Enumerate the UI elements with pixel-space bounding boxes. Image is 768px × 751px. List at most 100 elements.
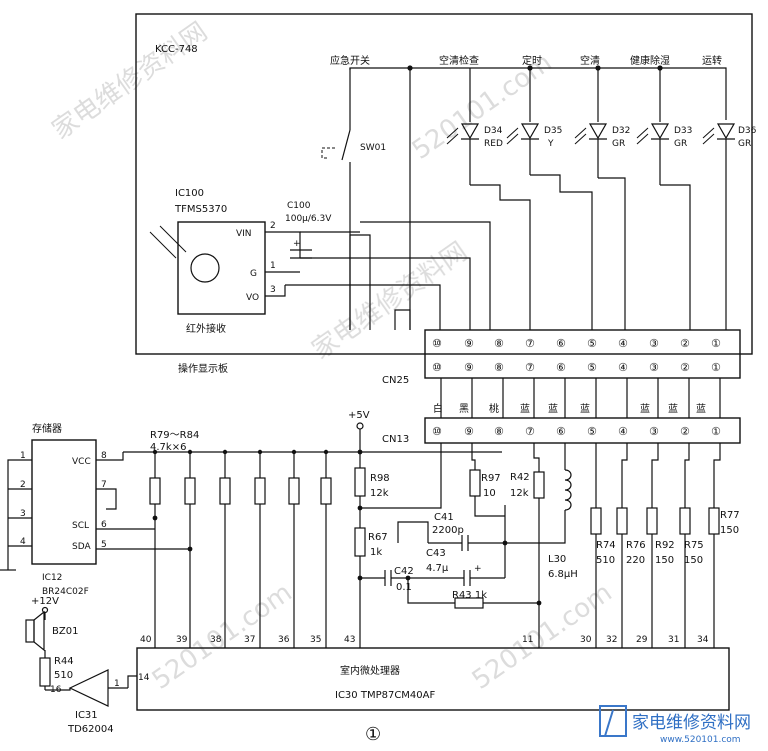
r75-ref: R75 — [684, 540, 704, 551]
capacitor-c100: C100 100μ/6.3V + — [285, 201, 332, 259]
wire-color-7: 蓝 — [520, 403, 530, 415]
r42-ref: R42 — [510, 472, 530, 483]
cn25-row-bottom: ⑩ ⑨ ⑧ ⑦ ⑥ ⑤ ④ ③ ② ① — [432, 361, 721, 374]
ir-pin-vin: VIN — [236, 229, 252, 239]
label-timer: 定时 — [522, 54, 542, 67]
c42-ref: C42 — [394, 566, 414, 577]
r43-label: R43 1k — [452, 590, 487, 601]
wire-color-2: 蓝 — [668, 403, 678, 415]
cn13-pin-9: ⑨ — [464, 425, 474, 438]
cn13-pin-5: ⑤ — [587, 425, 597, 438]
r77-ref: R77 — [720, 510, 740, 521]
mcu-pin-40: 40 — [140, 635, 152, 645]
r97-ref: R97 — [481, 473, 501, 484]
mcu-pin-34: 34 — [697, 635, 709, 645]
buzzer-supply: +12V — [31, 596, 59, 607]
ir-pin-num-3: 3 — [270, 285, 276, 295]
r42-value: 12k — [510, 488, 529, 499]
svg-text:家电维修资料网: 家电维修资料网 — [307, 237, 473, 366]
r98-ref: R98 — [370, 473, 390, 484]
led-d34-ref: D34 — [484, 126, 503, 136]
memory-pin-3: 3 — [20, 509, 26, 519]
site-logo-text: 家电维修资料网 — [632, 713, 751, 733]
cn25b-pin-2: ② — [680, 361, 690, 374]
memory-pin-4: 4 — [20, 537, 26, 547]
buzzer-section: +12V BZ01 R44 510 16 1 14 IC31 TD62004 — [25, 596, 150, 735]
figure-number: ① — [365, 724, 381, 745]
l30-value: 6.8μH — [548, 569, 578, 580]
cn25b-pin-9: ⑨ — [464, 361, 474, 374]
cn25b-pin-1: ① — [711, 361, 721, 374]
r44-value: 510 — [54, 670, 73, 681]
cn25b-pin-6: ⑥ — [556, 361, 566, 374]
site-logo: 家电维修资料网 www.520101.com — [599, 705, 751, 745]
capacitor-c43: C43 4.7μ + — [408, 505, 508, 586]
cn25b-pin-5: ⑤ — [587, 361, 597, 374]
cn25-pin-7: ⑦ — [525, 337, 535, 350]
led-d33: D33 GR — [636, 123, 692, 185]
c100-value: 100μ/6.3V — [285, 214, 332, 224]
ir-caption: 红外接收 — [186, 322, 226, 335]
cn25-pin-9: ⑨ — [464, 337, 474, 350]
svg-text:520101.com: 520101.com — [147, 578, 298, 696]
cn13-label: CN13 — [382, 434, 409, 445]
buzzer-ref: BZ01 — [52, 626, 78, 637]
cn25-pin-5: ⑤ — [587, 337, 597, 350]
memory-pin-8: 8 — [101, 451, 107, 461]
resistor-r43: R43 1k — [407, 578, 542, 609]
label-filter-check: 空清检查 — [439, 54, 479, 67]
memory-pin-1: 1 — [20, 451, 26, 461]
cn13-pin-4: ④ — [618, 425, 628, 438]
mcu-pin-38: 38 — [210, 635, 222, 645]
r77-value: 150 — [720, 525, 739, 536]
r74-value: 510 — [596, 555, 615, 566]
mcu-pin-numbers: 40 39 38 37 36 35 43 11 30 32 29 31 34 — [140, 635, 709, 645]
label-running: 运转 — [702, 54, 722, 67]
cn25-pin-2: ② — [680, 337, 690, 350]
label-emergency-switch: 应急开关 — [330, 54, 370, 67]
resistor-array-ref: R79～R84 — [150, 430, 199, 441]
led-d34: D34 RED — [446, 123, 503, 185]
mcu-pin-11: 11 — [522, 635, 533, 645]
ic31-pin-16: 16 — [50, 685, 62, 695]
l30-ref: L30 — [548, 554, 566, 565]
memory-pin-vcc: VCC — [72, 457, 91, 467]
svg-text:+: + — [474, 564, 482, 574]
resistor-r77: R77 150 — [708, 443, 740, 648]
r67-value: 1k — [370, 547, 382, 558]
wire-color-9: 黑 — [459, 403, 469, 415]
memory-pin-5: 5 — [101, 540, 107, 550]
led-d32: D32 GR — [574, 123, 630, 178]
svg-text:520101.com: 520101.com — [467, 578, 618, 696]
resistor-array-value: 4.7k×6 — [150, 442, 186, 453]
memory-pin-scl: SCL — [72, 521, 89, 531]
cn25-pin-1: ① — [711, 337, 721, 350]
resistor-r98: R98 12k — [354, 443, 442, 528]
cn25-pin-8: ⑧ — [494, 337, 504, 350]
mcu-pin-39: 39 — [176, 635, 188, 645]
capacitor-c41: C41 2200p — [397, 512, 505, 551]
mcu-title: 室内微处理器 — [340, 664, 400, 677]
mcu-pin-14: 14 — [138, 673, 150, 683]
r75-value: 150 — [684, 555, 703, 566]
mcu-pin-36: 36 — [278, 635, 290, 645]
cn13-connector — [424, 417, 741, 444]
cn13-row: ⑩ ⑨ ⑧ ⑦ ⑥ ⑤ ④ ③ ② ① — [432, 425, 721, 438]
cn13-pin-2: ② — [680, 425, 690, 438]
memory-pin-6: 6 — [101, 520, 107, 530]
led-d36-ref: D36 — [738, 126, 757, 136]
memory-pin-7: 7 — [101, 480, 107, 490]
supply-5v: +5V — [123, 410, 502, 455]
wire-color-10: 白 — [433, 402, 443, 415]
ir-pin-num-2: 2 — [270, 221, 276, 231]
wire-color-5: 蓝 — [580, 403, 590, 415]
harness-wires — [440, 378, 721, 418]
watermark: 家电维修资料网 520101.com 家电维修资料网 520101.com 52… — [47, 17, 618, 696]
r97-value: 10 — [483, 488, 496, 499]
cn13-pin-3: ③ — [649, 425, 659, 438]
cn13-pin-10: ⑩ — [432, 425, 442, 438]
cn25b-pin-8: ⑧ — [494, 361, 504, 374]
mcu-pin-37: 37 — [244, 635, 255, 645]
led-d35-ref: D35 — [544, 126, 562, 136]
